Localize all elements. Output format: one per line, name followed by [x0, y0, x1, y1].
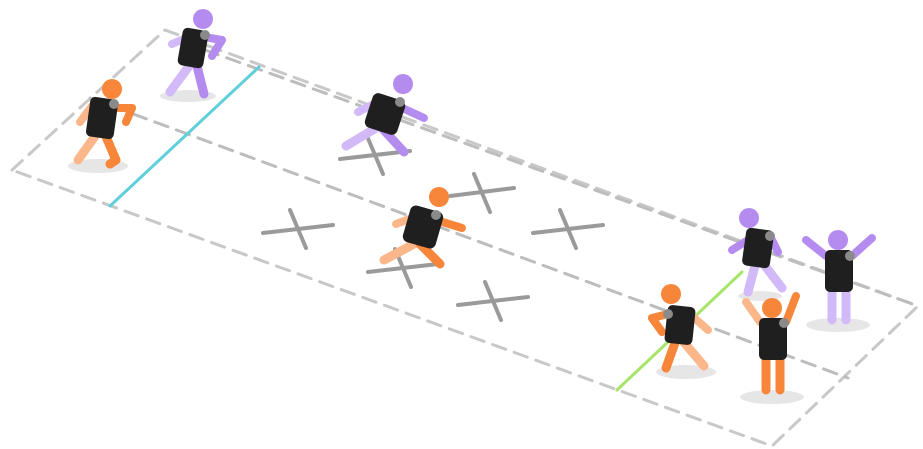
left-zone-line	[110, 67, 259, 206]
purple-runner-right	[732, 208, 782, 292]
x-mark	[450, 174, 514, 212]
purple-jumper-center	[346, 74, 424, 152]
orange-runner-right	[652, 284, 708, 368]
x-mark	[458, 282, 528, 320]
x-mark	[533, 210, 603, 248]
orange-runner-left	[78, 79, 132, 164]
purple-cheer-right	[806, 230, 872, 320]
orange-cheer-right	[746, 296, 796, 390]
x-mark	[263, 210, 333, 248]
court-inner-lines	[90, 50, 918, 378]
orange-jumper-center	[384, 187, 462, 264]
purple-runner-top-left	[170, 9, 222, 94]
